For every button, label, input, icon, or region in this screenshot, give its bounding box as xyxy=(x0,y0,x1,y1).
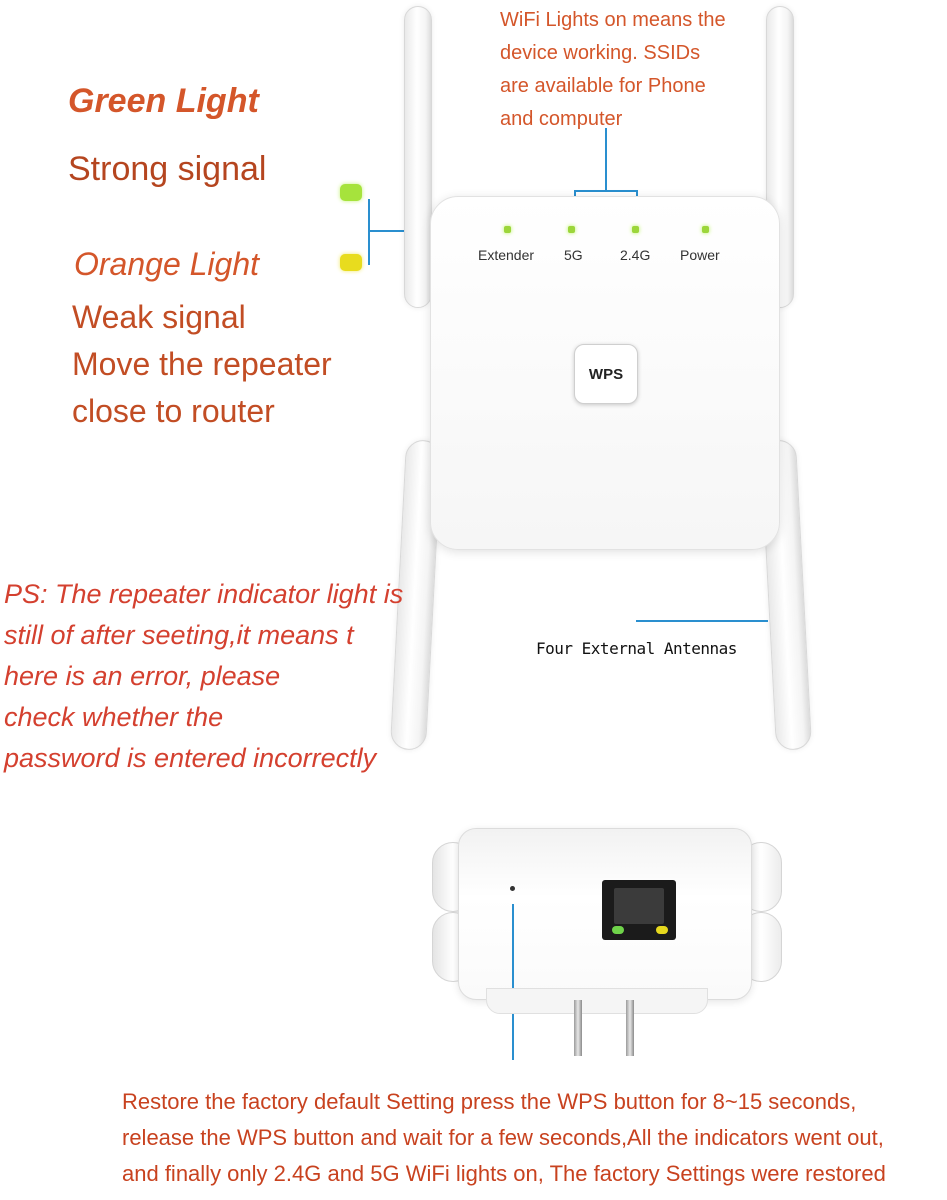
reset-hole[interactable] xyxy=(510,886,515,891)
5g-led xyxy=(568,226,575,233)
note-line: and computer xyxy=(500,108,623,130)
reset-line: Restore the factory default Setting pres… xyxy=(122,1089,857,1114)
2-4g-label: 2.4G xyxy=(620,247,651,263)
green-light-description: Strong signal xyxy=(68,150,267,188)
note-line: are available for Phone xyxy=(500,75,706,97)
power-led xyxy=(702,226,709,233)
ps-line: PS: The repeater indicator light is xyxy=(4,579,404,609)
ethernet-green-led xyxy=(612,926,624,934)
extender-label: Extender xyxy=(478,247,535,263)
wifi-callout-line xyxy=(605,128,607,192)
ps-line: password is entered incorrectly xyxy=(4,743,377,773)
ethernet-port-inner xyxy=(614,888,664,924)
wifi-lights-note: WiFi Lights on means the device working.… xyxy=(500,4,726,136)
ps-note: PS: The repeater indicator light is stil… xyxy=(4,574,403,779)
plug-base xyxy=(486,988,708,1014)
extender-led xyxy=(504,226,511,233)
orange-desc-line: Weak signal xyxy=(72,299,246,335)
green-light-swatch xyxy=(340,184,362,201)
5g-label: 5G xyxy=(564,247,583,263)
reset-callout-line xyxy=(512,904,514,1060)
note-line: device working. SSIDs xyxy=(500,42,701,64)
swatch-callout-line xyxy=(368,199,370,265)
2-4g-led xyxy=(632,226,639,233)
green-light-title: Green Light xyxy=(68,82,259,120)
factory-reset-note: Restore the factory default Setting pres… xyxy=(122,1084,886,1192)
antenna-label: Four External Antennas xyxy=(536,639,737,658)
orange-desc-line: close to router xyxy=(72,393,275,429)
ps-line: check whether the xyxy=(4,702,224,732)
plug-prong xyxy=(574,1000,582,1056)
orange-light-title: Orange Light xyxy=(74,246,260,282)
ethernet-yellow-led xyxy=(656,926,668,934)
antenna-upper-left xyxy=(404,6,432,308)
note-line: WiFi Lights on means the xyxy=(500,9,726,31)
power-label: Power xyxy=(680,247,720,263)
ps-line: still of after seeting,it means t xyxy=(4,620,354,650)
antenna-callout-line xyxy=(636,620,768,622)
orange-light-description: Weak signal Move the repeater close to r… xyxy=(72,294,332,435)
orange-desc-line: Move the repeater xyxy=(72,346,332,382)
reset-line: release the WPS button and wait for a fe… xyxy=(122,1125,884,1150)
reset-line: and finally only 2.4G and 5G WiFi lights… xyxy=(122,1161,886,1186)
orange-light-swatch xyxy=(340,254,362,271)
ps-line: here is an error, please xyxy=(4,661,281,691)
wifi-callout-line xyxy=(574,190,638,192)
wps-button[interactable]: WPS xyxy=(574,344,638,404)
plug-prong xyxy=(626,1000,634,1056)
